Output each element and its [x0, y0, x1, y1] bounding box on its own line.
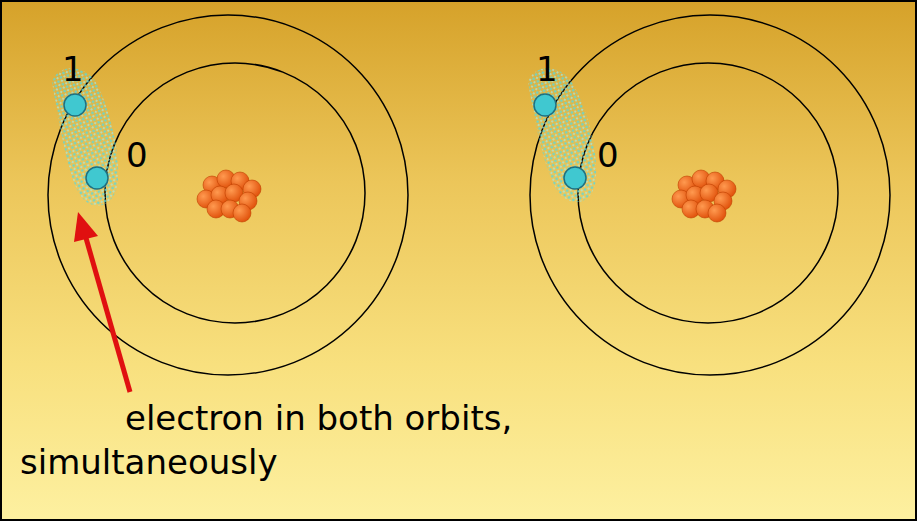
right-atom	[528, 15, 890, 375]
orbit-number: 0	[597, 138, 619, 172]
pointer-arrow	[74, 212, 130, 392]
left-atom	[48, 15, 408, 375]
orbit-number: 1	[62, 52, 84, 86]
annotation-note: electron in both orbits, simultaneously	[20, 396, 780, 484]
orbit-number: 1	[536, 52, 558, 86]
orbit-number: 0	[126, 138, 148, 172]
